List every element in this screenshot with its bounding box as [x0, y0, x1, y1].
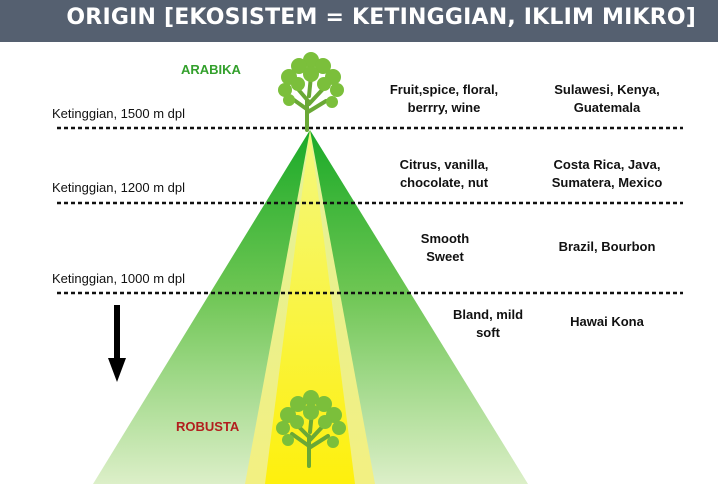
coffee-tree-icon [276, 390, 346, 468]
coffee-tree-icon [278, 52, 344, 132]
flavor-cell: Smooth Sweet [420, 231, 470, 264]
origin-cell: Hawai Kona [570, 314, 644, 329]
down-arrow-icon [108, 305, 126, 382]
flavor-cell: Fruit,spice, floral, berrry, wine [389, 82, 499, 115]
origin-cell: Sulawesi, Kenya, Guatemala [554, 82, 660, 115]
arabika-label: ARABIKA [181, 62, 241, 77]
altitude-label: Ketinggian, 1200 m dpl [52, 180, 185, 195]
flavor-cell: Citrus, vanilla, chocolate, nut [399, 157, 489, 190]
flavor-cell: Bland, mild soft [452, 307, 524, 340]
page-title: ORIGIN [EKOSISTEM = KETINGGIAN, IKLIM MI… [66, 5, 696, 30]
title-bar: ORIGIN [EKOSISTEM = KETINGGIAN, IKLIM MI… [0, 0, 718, 42]
altitude-label: Ketinggian, 1000 m dpl [52, 271, 185, 286]
origin-cell: Costa Rica, Java, Sumatera, Mexico [551, 157, 663, 190]
altitude-label: Ketinggian, 1500 m dpl [52, 106, 185, 121]
origin-cell: Brazil, Bourbon [558, 239, 656, 254]
pyramid-center-core [265, 130, 355, 484]
robusta-label: ROBUSTA [176, 419, 240, 434]
